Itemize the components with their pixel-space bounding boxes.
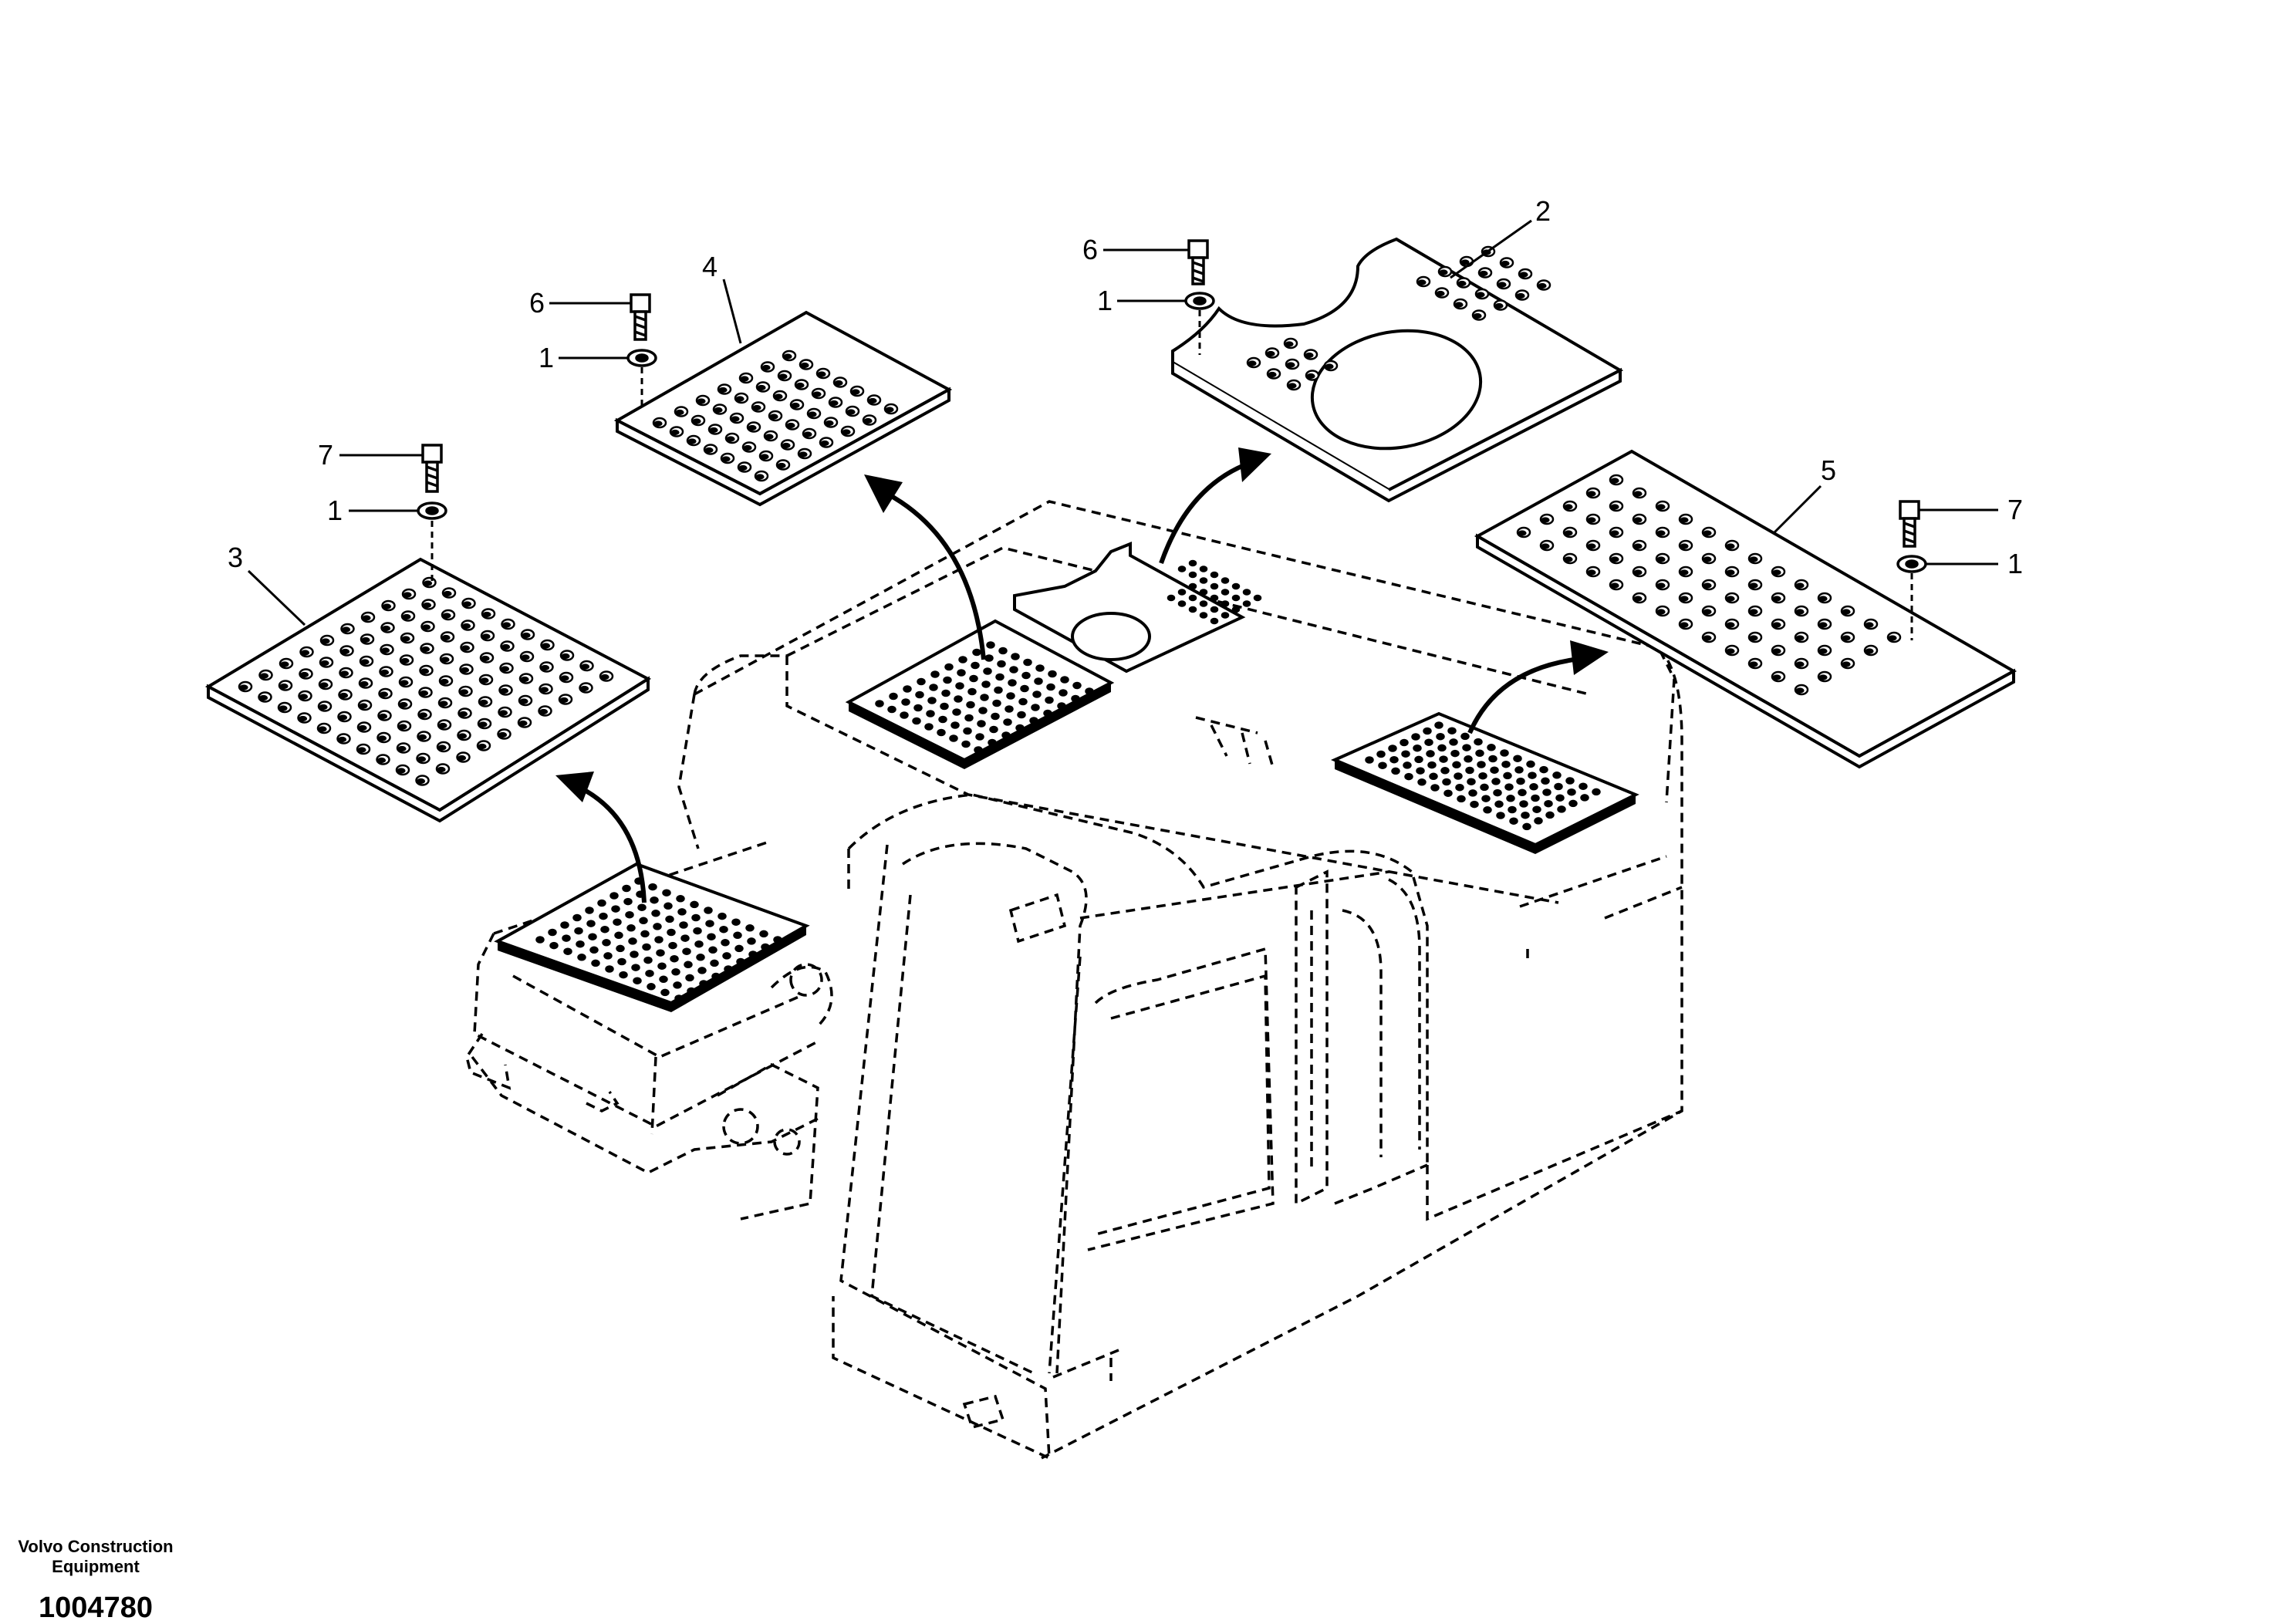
brand-line-1: Volvo Construction [18,1537,173,1556]
document-number: 1004780 [39,1592,153,1620]
callout-5: 5 [1821,454,1836,486]
arrowheads [555,447,1609,802]
bolt-6-right-icon [1187,239,1209,259]
callout-1-left: 1 [539,342,554,373]
arrow-plate-4 [886,491,986,660]
callout-6-right: 6 [1082,234,1098,265]
bolt-6-left-icon [630,293,651,313]
alignment-lines [430,310,1913,640]
leader-lines [247,219,1998,626]
bolt-7-left-icon [421,444,443,464]
callout-3: 3 [228,542,243,573]
callouts: 7 1 3 6 1 4 6 1 2 5 7 1 [228,195,2023,579]
installed-plates [494,542,1639,1012]
callout-1-far-right: 1 [2007,548,2023,579]
fasteners [417,239,1927,573]
plate-3 [204,557,652,823]
arrow-plate-2 [1159,461,1251,564]
callout-1-far-left: 1 [327,495,343,526]
callout-1-right: 1 [1097,285,1113,316]
bolt-7-right-icon [1899,500,1920,520]
arrow-plate-5 [1467,657,1575,734]
callout-2: 2 [1535,195,1551,227]
plate-2 [1171,237,1624,503]
arrows [577,461,1575,903]
callout-7-left: 7 [318,439,333,471]
callout-4: 4 [702,251,718,282]
footer: Volvo Construction Equipment 1004780 [18,1537,173,1624]
callout-6-left: 6 [529,287,545,319]
arrow-plate-3 [577,785,647,903]
plate-5 [1474,449,2017,769]
brand-line-2: Equipment [52,1557,140,1576]
callout-7-right: 7 [2007,494,2023,525]
plate-4 [613,310,953,507]
